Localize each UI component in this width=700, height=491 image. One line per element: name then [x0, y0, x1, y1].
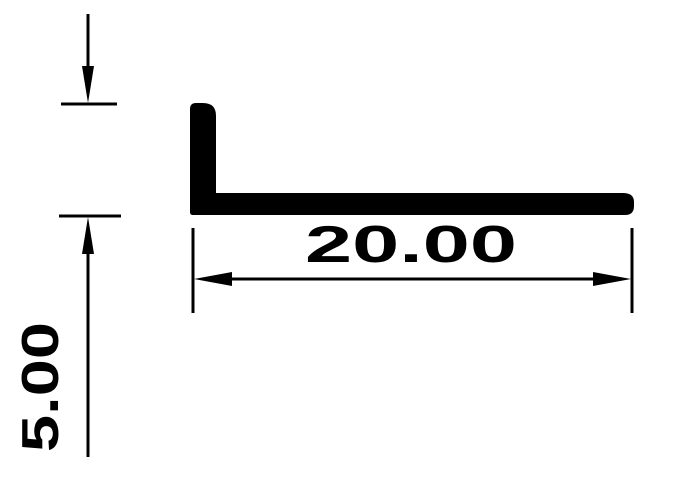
width-dimension: 20.00	[191, 216, 634, 313]
arrow-right-icon	[593, 272, 631, 286]
arrow-up-icon	[82, 217, 94, 254]
l-profile-shape	[190, 103, 634, 215]
height-dimension: 5.00	[12, 14, 121, 457]
height-dimension-label: 5.00	[12, 322, 70, 452]
arrow-left-icon	[194, 272, 232, 286]
arrow-down-icon	[82, 66, 94, 103]
width-dimension-label: 20.00	[305, 216, 517, 274]
